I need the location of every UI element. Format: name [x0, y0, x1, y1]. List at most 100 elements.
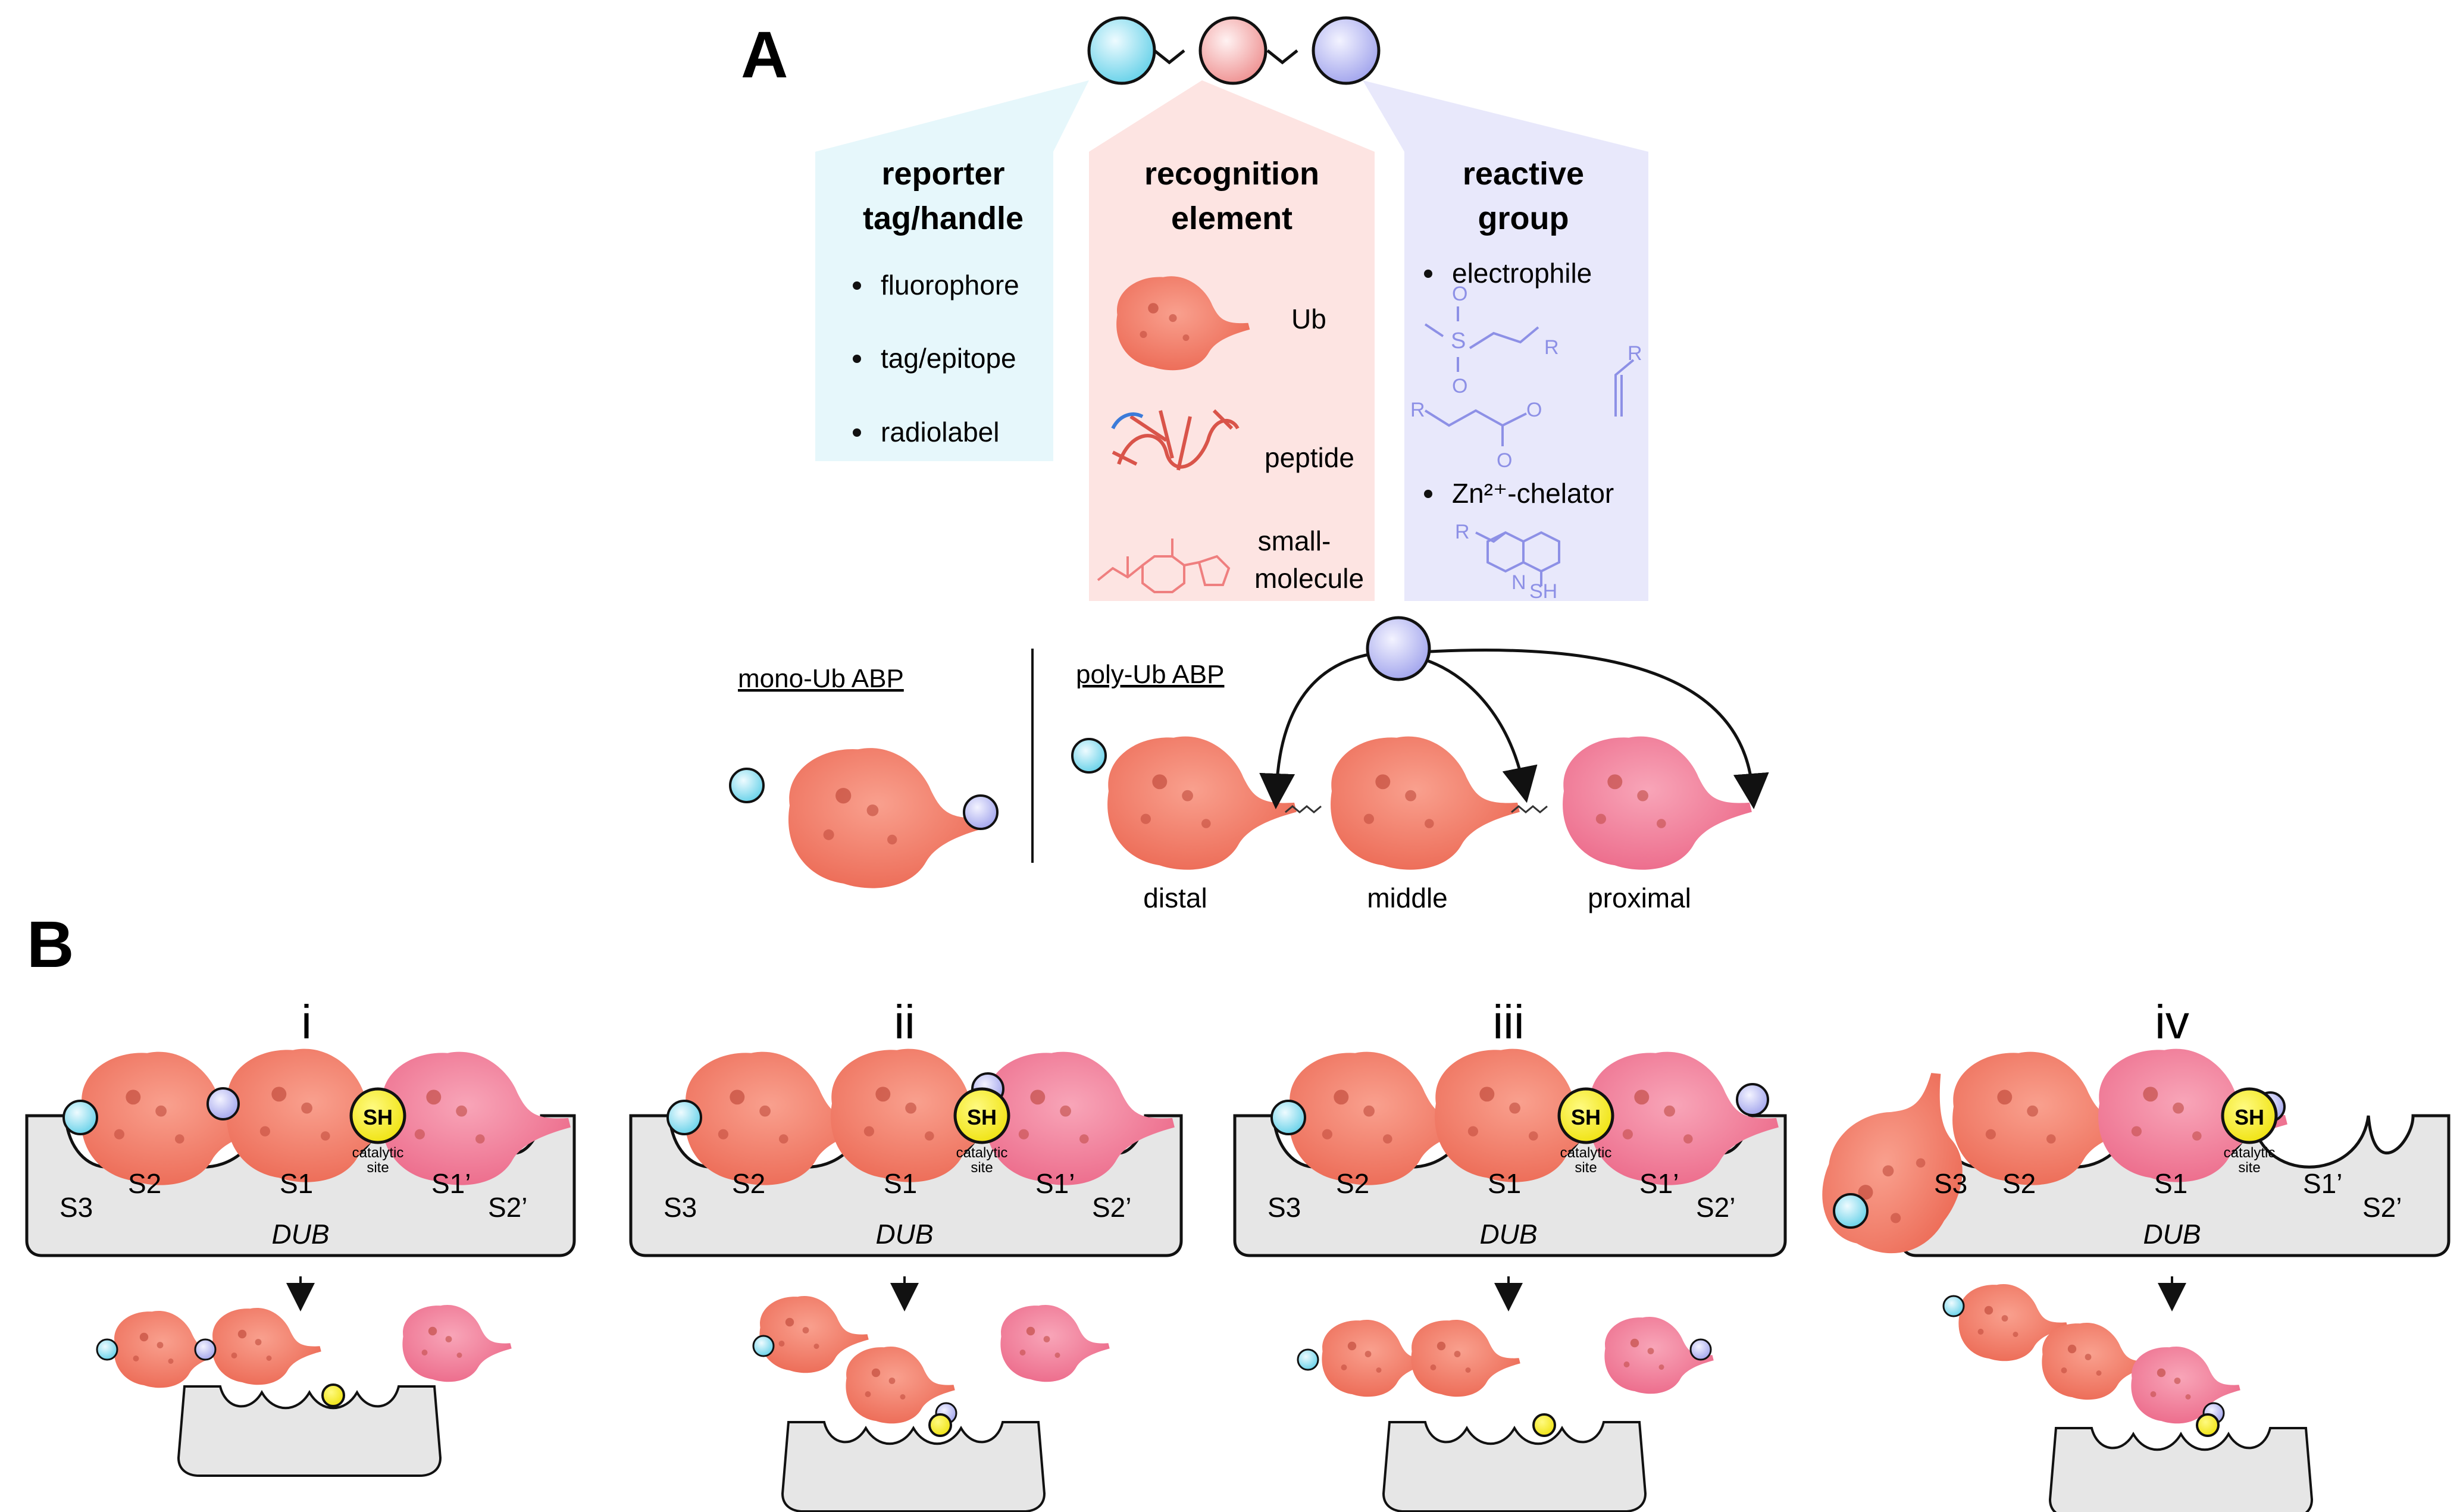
- proximal-ub: [1563, 736, 1752, 870]
- reactive-sphere: [206, 1087, 240, 1120]
- site-s2: S2: [732, 1168, 765, 1199]
- dub-label: DUB: [2143, 1219, 2201, 1250]
- free-dub: [1382, 1421, 1647, 1512]
- site-s3: S3: [1268, 1192, 1301, 1223]
- site-s2prime: S2’: [1092, 1192, 1131, 1223]
- middle-ub: [1331, 736, 1520, 870]
- catalytic-sh: [1557, 1087, 1614, 1144]
- recognition-title-2: element: [1171, 201, 1292, 236]
- free-catalytic-site: [321, 1383, 345, 1407]
- chem-o: O: [1452, 375, 1467, 397]
- sh-label: SH: [1571, 1105, 1601, 1129]
- catalytic-site: [928, 1413, 952, 1437]
- catalytic-label-1: catalytic: [956, 1145, 1008, 1161]
- product-ub: [1000, 1305, 1110, 1382]
- mono-ub-abp-label: mono-Ub ABP: [738, 664, 904, 693]
- scenario-label: ii: [894, 996, 915, 1048]
- site-s1: S1: [1488, 1168, 1521, 1199]
- reactive-sphere: [1736, 1083, 1769, 1116]
- dub-with-bound-ub: [2049, 1427, 2313, 1512]
- top-linker: [1153, 49, 1298, 65]
- dub-label: DUB: [1479, 1219, 1537, 1250]
- proximal-label: proximal: [1588, 882, 1691, 913]
- linker-2: [1511, 805, 1548, 813]
- chem-o: O: [1526, 399, 1542, 421]
- scenario-label: iii: [1492, 996, 1524, 1048]
- site-s1prime: S1’: [431, 1168, 471, 1199]
- catalytic-label-2: site: [971, 1160, 993, 1176]
- reporter-title-1: reporter: [881, 156, 1004, 192]
- scenario-iii: iii SH catalytic site S3 S2 S1 S1’ S2’ D…: [1233, 996, 1787, 1512]
- site-s1prime: S1’: [1035, 1168, 1075, 1199]
- sh-label: SH: [363, 1105, 393, 1129]
- reporter-sphere: [62, 1100, 98, 1135]
- catalytic-sh: [953, 1087, 1010, 1144]
- bullet: [853, 355, 861, 363]
- reactive-title-1: reactive: [1463, 156, 1584, 192]
- ub-label: Ub: [1291, 303, 1326, 334]
- chem-sh: SH: [1529, 580, 1557, 603]
- product-ub: [402, 1305, 512, 1382]
- chem-s: S: [1451, 328, 1466, 353]
- arrow-to-proximal: [1429, 649, 1769, 809]
- chem-o: O: [1452, 283, 1467, 305]
- reporter-sphere: [1942, 1295, 1965, 1317]
- catalytic-label-2: site: [1575, 1160, 1597, 1176]
- arrow-to-distal: [1259, 653, 1369, 809]
- site-s2prime: S2’: [1696, 1192, 1735, 1223]
- dub-with-bound-ub: [781, 1421, 1046, 1512]
- catalytic-label-2: site: [2238, 1160, 2260, 1176]
- reporter-panel-bg: [815, 80, 1089, 461]
- site-s2: S2: [128, 1168, 161, 1199]
- poly-reactive-sphere: [1366, 616, 1431, 681]
- site-s2: S2: [2002, 1168, 2036, 1199]
- reporter-item-tag: tag/epitope: [881, 343, 1016, 374]
- vinyl-sulfone-structure: [1424, 306, 1539, 372]
- chem-n: N: [1511, 571, 1526, 594]
- scenario-ii: ii SH catalytic site S3 S2 S1 S1’ S2’ DU…: [629, 996, 1183, 1512]
- small-molecule-icon: [1097, 539, 1231, 593]
- small-molecule-label-2: molecule: [1254, 563, 1364, 594]
- acrylate-structure: [1424, 409, 1527, 446]
- zn-chelator-label: Zn²⁺-chelator: [1452, 478, 1614, 509]
- scenario-label: i: [301, 996, 312, 1048]
- mono-reporter-sphere: [729, 768, 765, 803]
- reporter-item-radiolabel: radiolabel: [881, 417, 999, 447]
- site-s1: S1: [280, 1168, 313, 1199]
- poly-reporter-sphere: [1071, 738, 1107, 774]
- site-s2prime: S2’: [2362, 1192, 2402, 1223]
- bullet: [853, 428, 861, 437]
- reporter-title-2: tag/handle: [863, 201, 1024, 236]
- site-s1prime: S1’: [1639, 1168, 1679, 1199]
- free-dub: [177, 1385, 442, 1477]
- bullet: [853, 281, 861, 290]
- middle-label: middle: [1367, 882, 1448, 913]
- site-s2prime: S2’: [488, 1192, 527, 1223]
- catalytic-label-1: catalytic: [352, 1145, 404, 1161]
- reporter-sphere: [1270, 1100, 1306, 1135]
- catalytic-label-1: catalytic: [2224, 1145, 2276, 1161]
- scenario-iv: iv SH catalytic site S3 S2 S1 S1’ S2’ DU…: [1805, 996, 2451, 1512]
- product-ub: [1411, 1320, 1520, 1397]
- site-s3: S3: [664, 1192, 697, 1223]
- small-molecule-label-1: small-: [1258, 525, 1331, 556]
- catalytic-sh: [349, 1087, 406, 1144]
- bullet: [1424, 490, 1432, 498]
- reporter-sphere: [752, 1335, 775, 1357]
- scenario-label: iv: [2155, 996, 2189, 1048]
- distal-label: distal: [1143, 882, 1207, 913]
- quinoline-structure: [1475, 531, 1560, 586]
- product-ub: [212, 1308, 321, 1385]
- reporter-sphere: [1087, 16, 1156, 85]
- alkyne-structure: [1614, 359, 1635, 417]
- reporter-sphere: [1833, 1193, 1869, 1229]
- site-s3: S3: [1934, 1168, 1967, 1199]
- mono-reactive-sphere: [963, 794, 999, 830]
- recognition-sphere: [1198, 16, 1268, 85]
- reactive-sphere: [1689, 1338, 1712, 1361]
- panel-b-label: B: [27, 908, 74, 981]
- reporter-sphere: [666, 1100, 702, 1135]
- site-s2: S2: [1336, 1168, 1369, 1199]
- catalytic-label-2: site: [367, 1160, 389, 1176]
